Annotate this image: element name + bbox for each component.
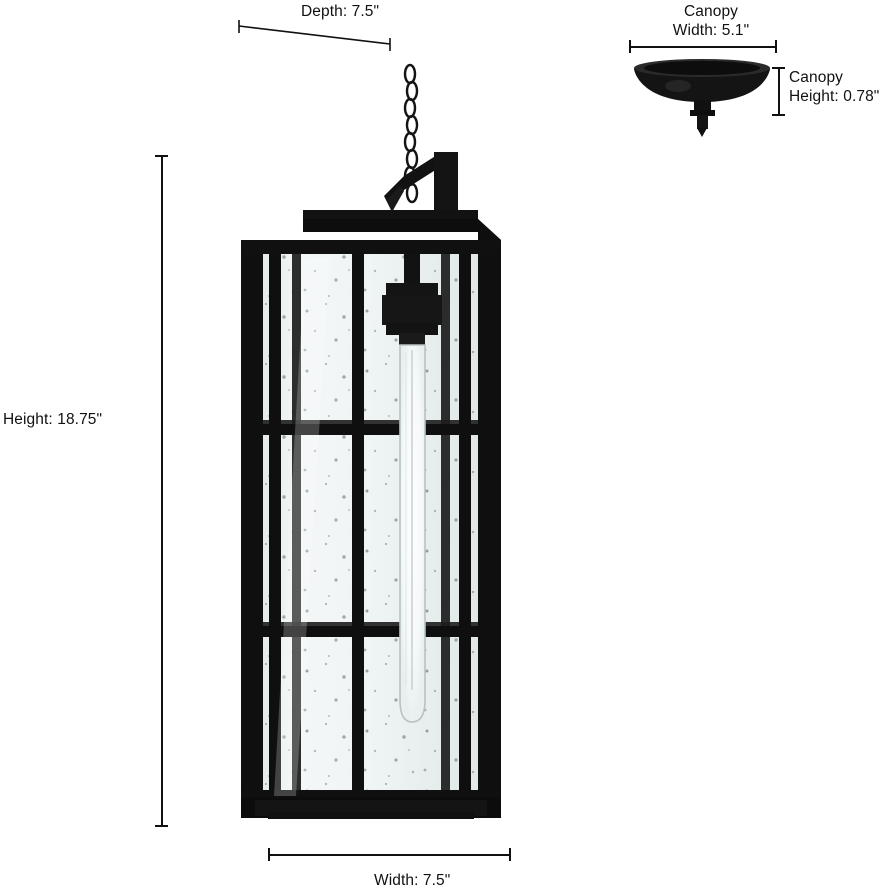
height-dimension-rule-cap-top [155, 155, 168, 157]
depth-dimension-label: Depth: 7.5ʺ [301, 3, 380, 20]
width-dimension-rule-cap-right [509, 848, 511, 861]
width-dimension-rule [268, 854, 510, 856]
width-dimension-rule-cap-left [268, 848, 270, 861]
canopy-width-rule-cap-left [629, 40, 631, 53]
canopy-width-rule-cap-right [775, 40, 777, 53]
canopy-height-label: Canopy Height: 0.78ʺ [789, 69, 880, 106]
canopy-height-rule-cap-bottom [772, 114, 785, 116]
canopy-height-rule-cap-top [772, 67, 785, 69]
height-dimension-rule [161, 155, 163, 826]
canopy-height-rule [778, 67, 780, 115]
canopy-width-rule [629, 46, 776, 48]
canopy-width-label: Canopy Width: 5.1ʺ [672, 3, 750, 40]
height-dimension-label: Height: 18.75ʺ [3, 411, 103, 428]
width-dimension-label: Width: 7.5ʺ [374, 872, 451, 889]
height-dimension-rule-cap-bottom [155, 825, 168, 827]
